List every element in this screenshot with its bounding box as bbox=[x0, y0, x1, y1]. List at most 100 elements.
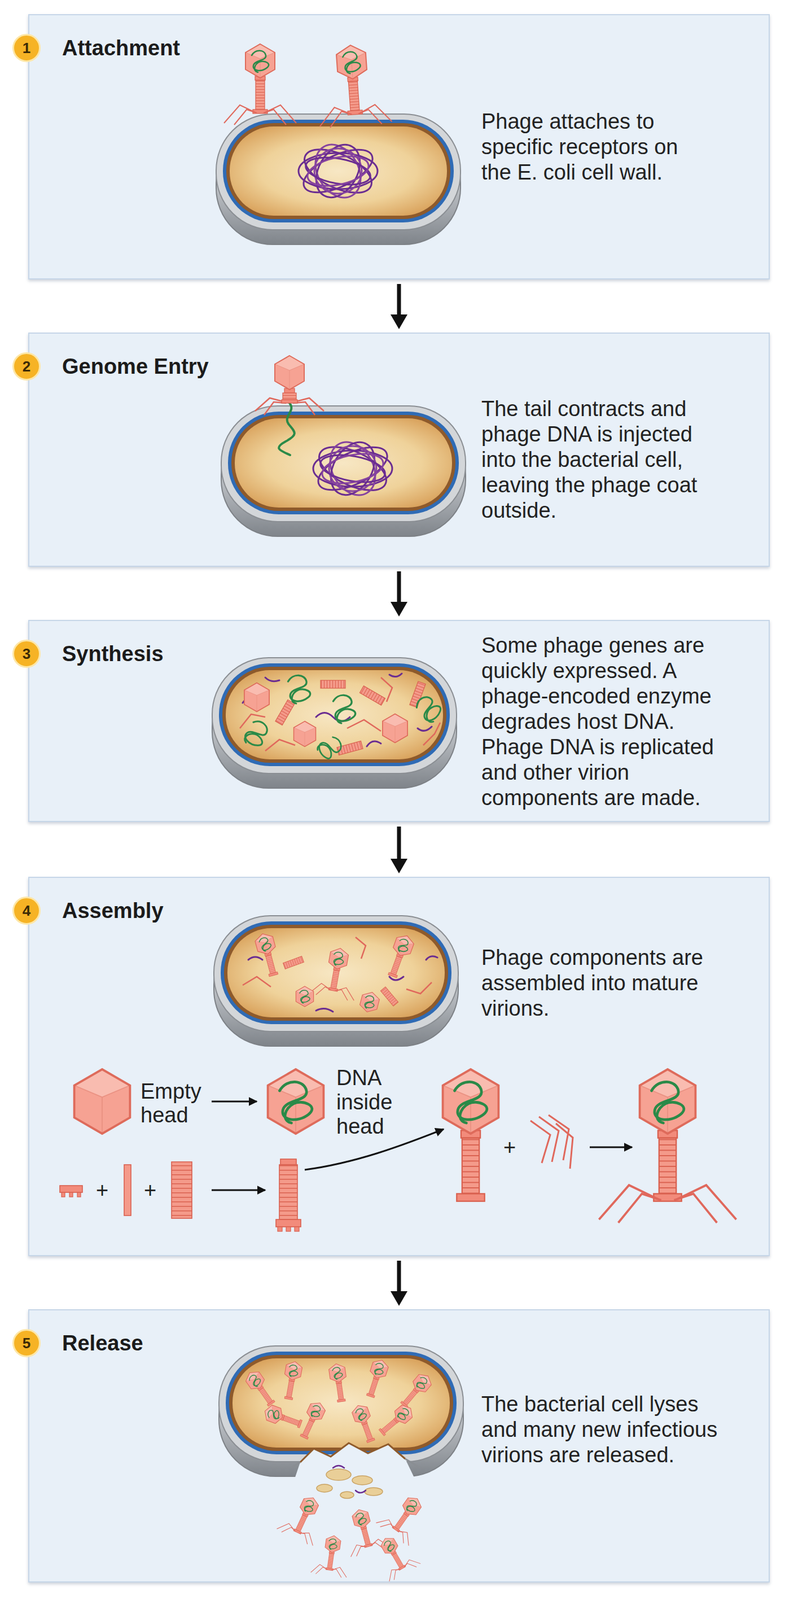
illustration-part bbox=[224, 44, 297, 125]
step-heading: Attachment bbox=[62, 35, 181, 61]
illustration-part bbox=[417, 726, 432, 731]
illustration-part bbox=[242, 976, 271, 987]
illustration-part bbox=[294, 1226, 300, 1231]
step-number-badge: 1 bbox=[12, 33, 41, 63]
illustration-part bbox=[265, 677, 280, 682]
illustration-part bbox=[397, 1370, 434, 1410]
synthesis-illustration bbox=[212, 657, 457, 788]
arrow-shaft bbox=[397, 826, 402, 860]
illustration-part bbox=[213, 915, 459, 1046]
illustration-part bbox=[280, 1359, 304, 1401]
illustration-part bbox=[243, 1367, 279, 1409]
illustration-part bbox=[275, 1218, 301, 1227]
illustration-part bbox=[347, 719, 381, 731]
step-panel: AttachmentPhage attaches to specific rec… bbox=[28, 14, 770, 280]
illustration-part bbox=[406, 981, 432, 994]
illustration-part bbox=[358, 989, 381, 1015]
illustration-part bbox=[276, 1488, 332, 1546]
illustration-part bbox=[240, 717, 273, 751]
step-heading: Synthesis bbox=[62, 641, 164, 667]
illustration-part bbox=[320, 680, 346, 688]
illustration-part bbox=[239, 677, 441, 751]
illustration-part bbox=[211, 1189, 266, 1191]
illustration-part bbox=[555, 1123, 573, 1169]
illustration-part bbox=[28, 14, 770, 280]
arrow-head bbox=[390, 1290, 408, 1306]
illustration-part bbox=[28, 619, 770, 822]
step-panel: ReleaseThe bacterial cell lyses and many… bbox=[28, 1308, 770, 1582]
illustration-part bbox=[239, 713, 266, 729]
plus-sign: + bbox=[143, 1177, 157, 1203]
illustration-part bbox=[383, 932, 416, 980]
illustration-part bbox=[211, 1100, 257, 1103]
genome-entry-illustration bbox=[221, 355, 466, 537]
illustration-part bbox=[294, 721, 317, 747]
illustration-part bbox=[380, 986, 398, 1006]
label-slot: Empty head bbox=[140, 1079, 208, 1127]
illustration-part bbox=[244, 682, 270, 712]
label-slot: DNA inside head bbox=[336, 1065, 403, 1139]
illustration-part bbox=[286, 1226, 291, 1231]
arrow-head bbox=[390, 858, 408, 874]
callout-number: 3 bbox=[22, 645, 31, 662]
illustration-part bbox=[221, 405, 466, 537]
illustration-part bbox=[280, 1158, 297, 1165]
illustration-part bbox=[59, 1185, 83, 1192]
illustration-part bbox=[255, 397, 324, 415]
illustration-part bbox=[61, 1191, 65, 1197]
illustration-part bbox=[290, 1461, 301, 1468]
assembly-sequence bbox=[59, 1068, 737, 1231]
illustration-part bbox=[288, 674, 311, 704]
plus-sign: + bbox=[95, 1177, 109, 1203]
callout-number: 5 bbox=[22, 1334, 31, 1352]
illustration-part bbox=[242, 673, 432, 747]
illustration-part bbox=[332, 1465, 345, 1468]
step-heading: Release bbox=[62, 1330, 144, 1356]
illustration-part bbox=[423, 722, 441, 745]
illustration-part bbox=[300, 1442, 406, 1462]
step-description: Phage attaches to specific receptors on … bbox=[481, 108, 708, 186]
step-description: The bacterial cell lyses and many new in… bbox=[481, 1391, 722, 1468]
illustration-part bbox=[314, 42, 393, 129]
illustration-part bbox=[530, 1120, 551, 1163]
illustration-part bbox=[264, 401, 287, 415]
step-description: Some phage genes are quickly expressed. … bbox=[481, 632, 722, 811]
illustration-part bbox=[255, 397, 285, 411]
callout-number: 4 bbox=[22, 901, 31, 919]
illustration-part bbox=[355, 936, 366, 959]
illustration-part bbox=[315, 735, 345, 762]
arrow-shaft bbox=[397, 283, 402, 316]
illustration-part bbox=[548, 1114, 569, 1160]
illustration-part bbox=[332, 1465, 366, 1493]
illustration-part bbox=[316, 712, 350, 722]
illustration-part bbox=[538, 1116, 559, 1162]
illustration-part bbox=[292, 401, 315, 415]
step-heading: Genome Entry bbox=[62, 353, 209, 380]
illustration-part bbox=[389, 673, 402, 677]
illustration-part bbox=[275, 699, 295, 725]
illustration-part bbox=[290, 1442, 421, 1490]
part-label: DNA inside head bbox=[336, 1065, 403, 1139]
illustration-part bbox=[212, 657, 457, 788]
illustration-part bbox=[375, 1486, 434, 1546]
step-number-badge: 4 bbox=[12, 896, 41, 925]
illustration-part bbox=[295, 985, 314, 1007]
step-panel: AssemblyPhage components are assembled i… bbox=[28, 876, 770, 1256]
callout-number: 1 bbox=[22, 39, 31, 57]
illustration-part bbox=[309, 944, 363, 1002]
release-illustration bbox=[218, 1345, 464, 1582]
flow-arrow bbox=[390, 283, 408, 330]
illustration-part bbox=[316, 1007, 333, 1012]
illustration-part bbox=[312, 433, 393, 504]
illustration-part bbox=[278, 402, 295, 455]
step-description: The tail contracts and phage DNA is inje… bbox=[481, 396, 699, 524]
illustration-part bbox=[366, 740, 381, 747]
illustration-part bbox=[352, 1475, 373, 1485]
plus-sign: + bbox=[502, 1134, 517, 1160]
illustration-part bbox=[382, 713, 408, 743]
step-panel: Synthesis Some phage genes are quickly ex… bbox=[28, 619, 770, 822]
illustration-part bbox=[316, 1468, 383, 1498]
illustration-part bbox=[279, 1164, 298, 1219]
illustration-part bbox=[355, 1489, 366, 1493]
